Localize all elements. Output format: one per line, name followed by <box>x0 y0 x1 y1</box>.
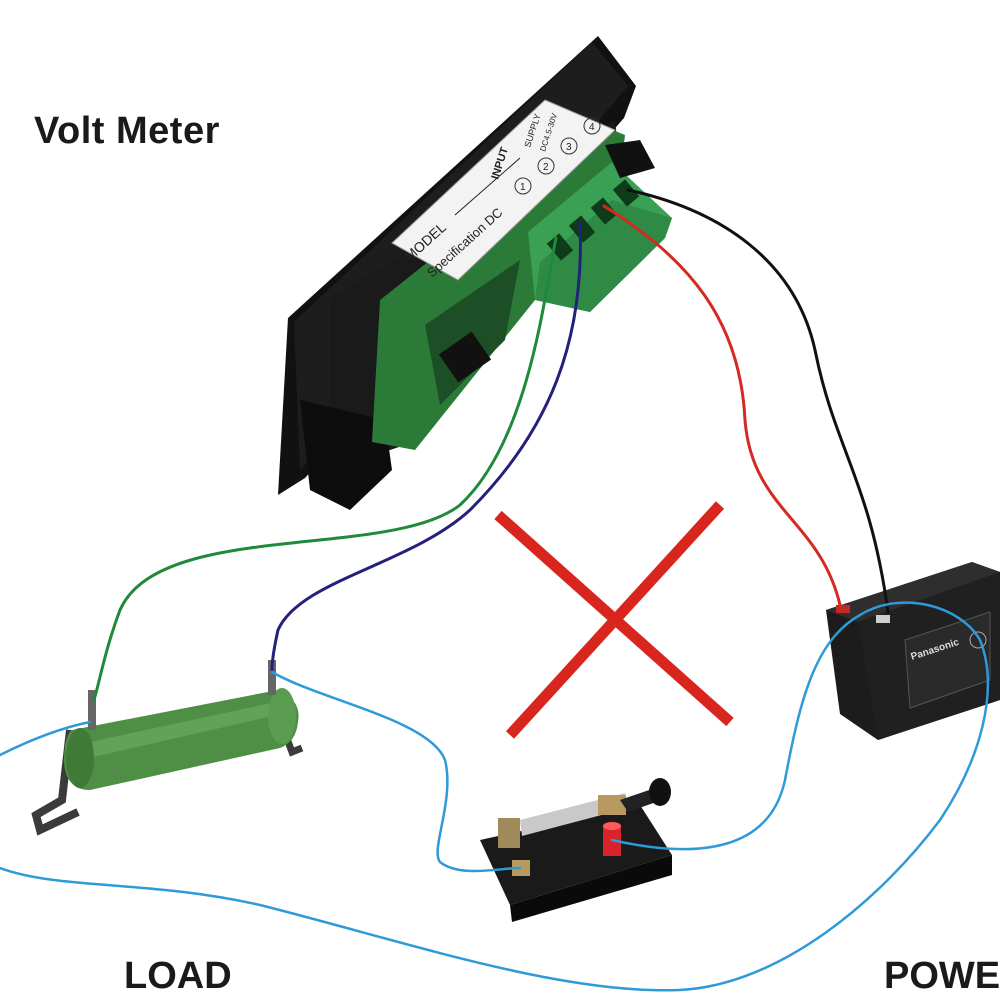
load-resistor <box>31 660 304 836</box>
resistor-terminal-right <box>268 660 276 695</box>
load-label: LOAD <box>124 955 232 997</box>
volt-meter-label: Volt Meter <box>34 110 220 152</box>
resistor-bracket-left <box>31 729 80 836</box>
pin-1-label: 1 <box>520 182 526 193</box>
volt-meter: MODEL Specification DC INPUT SUPPLY DC4.… <box>278 36 672 510</box>
wires <box>0 188 990 992</box>
pin-2-label: 2 <box>543 162 549 173</box>
battery-terminal-negative <box>876 615 890 623</box>
knife-switch <box>480 778 672 922</box>
black-wire <box>626 188 890 614</box>
pin-numbers: 1 2 3 4 <box>514 117 601 195</box>
switch-post-left <box>498 818 520 848</box>
pin-3-label: 3 <box>566 142 572 153</box>
blue-wire-power-loop <box>0 601 990 992</box>
mounting-clip <box>300 400 392 510</box>
recycle-icon <box>969 631 987 649</box>
red-wire <box>602 204 842 607</box>
battery-terminal-positive <box>836 605 850 613</box>
pin-4-label: 4 <box>589 122 595 133</box>
blue-wire-load-switch <box>270 670 522 873</box>
incorrect-wiring-cross-mark <box>494 501 734 739</box>
power-label: POWER <box>884 955 1000 997</box>
navy-wire <box>270 220 582 672</box>
battery: Panasonic <box>826 562 1000 740</box>
resistor-terminal-left <box>88 690 96 730</box>
blue-wire-load-left <box>0 720 92 757</box>
green-wire <box>92 236 558 702</box>
